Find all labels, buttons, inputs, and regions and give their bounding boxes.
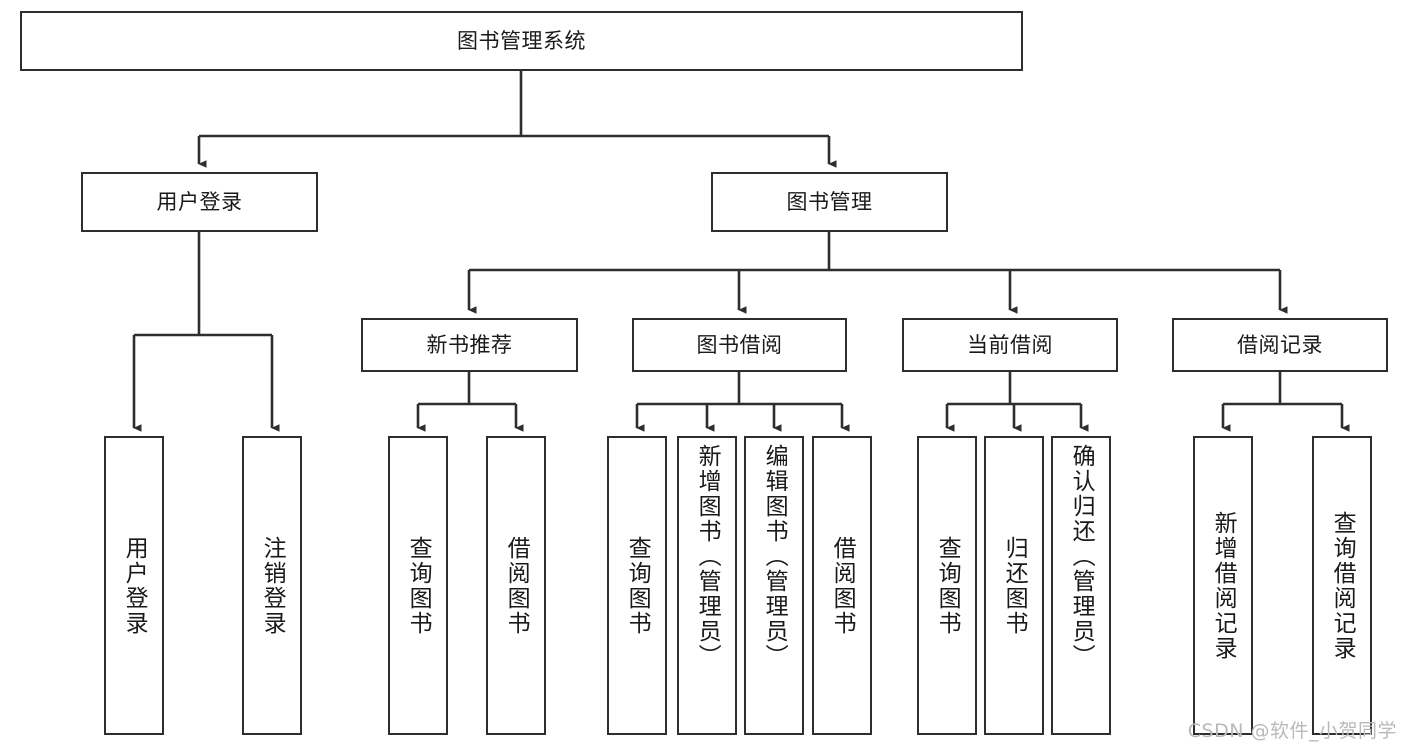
node-leaf-add-book-label: 新增图书（管理员）: [694, 444, 721, 669]
node-current-borrow[interactable]: 当前借阅: [902, 318, 1118, 372]
node-leaf-query-record[interactable]: 查询借阅记录: [1312, 436, 1372, 735]
node-leaf-add-book[interactable]: 新增图书（管理员）: [677, 436, 737, 735]
node-leaf-borrow-book-1-label: 借阅图书: [503, 535, 530, 636]
node-leaf-query-record-label: 查询借阅记录: [1329, 510, 1356, 661]
edge-root-to-level1: [197, 71, 837, 168]
node-leaf-user-login[interactable]: 用户登录: [104, 436, 164, 735]
node-leaf-edit-book-label: 编辑图书（管理员）: [761, 444, 788, 669]
node-leaf-confirm-return[interactable]: 确认归还（管理员）: [1051, 436, 1111, 735]
node-book-manage[interactable]: 图书管理: [711, 172, 948, 232]
node-leaf-borrow-book-2-label: 借阅图书: [829, 535, 856, 636]
node-leaf-query-book-2[interactable]: 查询图书: [607, 436, 667, 735]
node-leaf-query-book-2-label: 查询图书: [624, 535, 651, 636]
node-root-system[interactable]: 图书管理系统: [20, 11, 1023, 71]
node-leaf-add-record[interactable]: 新增借阅记录: [1193, 436, 1253, 735]
node-book-borrow[interactable]: 图书借阅: [632, 318, 847, 372]
edge-book-manage-to-level2: [467, 232, 1288, 314]
edge-book-borrow-to-leaves: [635, 372, 850, 432]
node-leaf-borrow-book-1[interactable]: 借阅图书: [486, 436, 546, 735]
node-leaf-query-book-3-label: 查询图书: [934, 535, 961, 636]
node-leaf-user-login-label: 用户登录: [121, 535, 148, 636]
node-leaf-return-book[interactable]: 归还图书: [984, 436, 1044, 735]
node-leaf-query-book-3[interactable]: 查询图书: [917, 436, 977, 735]
node-leaf-query-book-1[interactable]: 查询图书: [388, 436, 448, 735]
node-book-manage-label: 图书管理: [786, 189, 873, 214]
node-leaf-user-logout-label: 注销登录: [259, 535, 286, 636]
node-root-system-label: 图书管理系统: [457, 28, 586, 53]
node-current-borrow-label: 当前借阅: [967, 332, 1053, 357]
node-leaf-add-record-label: 新增借阅记录: [1210, 510, 1237, 661]
csdn-watermark: CSDN @软件_小贺同学: [1187, 720, 1397, 742]
node-borrow-record[interactable]: 借阅记录: [1172, 318, 1388, 372]
node-leaf-query-book-1-label: 查询图书: [405, 535, 432, 636]
node-book-borrow-label: 图书借阅: [696, 332, 783, 357]
node-borrow-record-label: 借阅记录: [1237, 332, 1323, 357]
node-user-login-label: 用户登录: [156, 189, 243, 214]
node-leaf-confirm-return-label: 确认归还（管理员）: [1068, 444, 1095, 669]
node-leaf-user-logout[interactable]: 注销登录: [242, 436, 302, 735]
node-leaf-edit-book[interactable]: 编辑图书（管理员）: [744, 436, 804, 735]
edge-current-borrow-to-leaves: [945, 372, 1089, 432]
edge-borrow-record-to-leaves: [1221, 372, 1350, 432]
node-new-book-recommend[interactable]: 新书推荐: [361, 318, 578, 372]
node-leaf-return-book-label: 归还图书: [1001, 535, 1028, 636]
node-new-book-recommend-label: 新书推荐: [426, 332, 513, 357]
node-leaf-borrow-book-2[interactable]: 借阅图书: [812, 436, 872, 735]
node-user-login[interactable]: 用户登录: [81, 172, 318, 232]
edge-user-login-to-leaves: [132, 232, 280, 432]
edge-new-book-recommend-to-leaves: [416, 372, 524, 432]
